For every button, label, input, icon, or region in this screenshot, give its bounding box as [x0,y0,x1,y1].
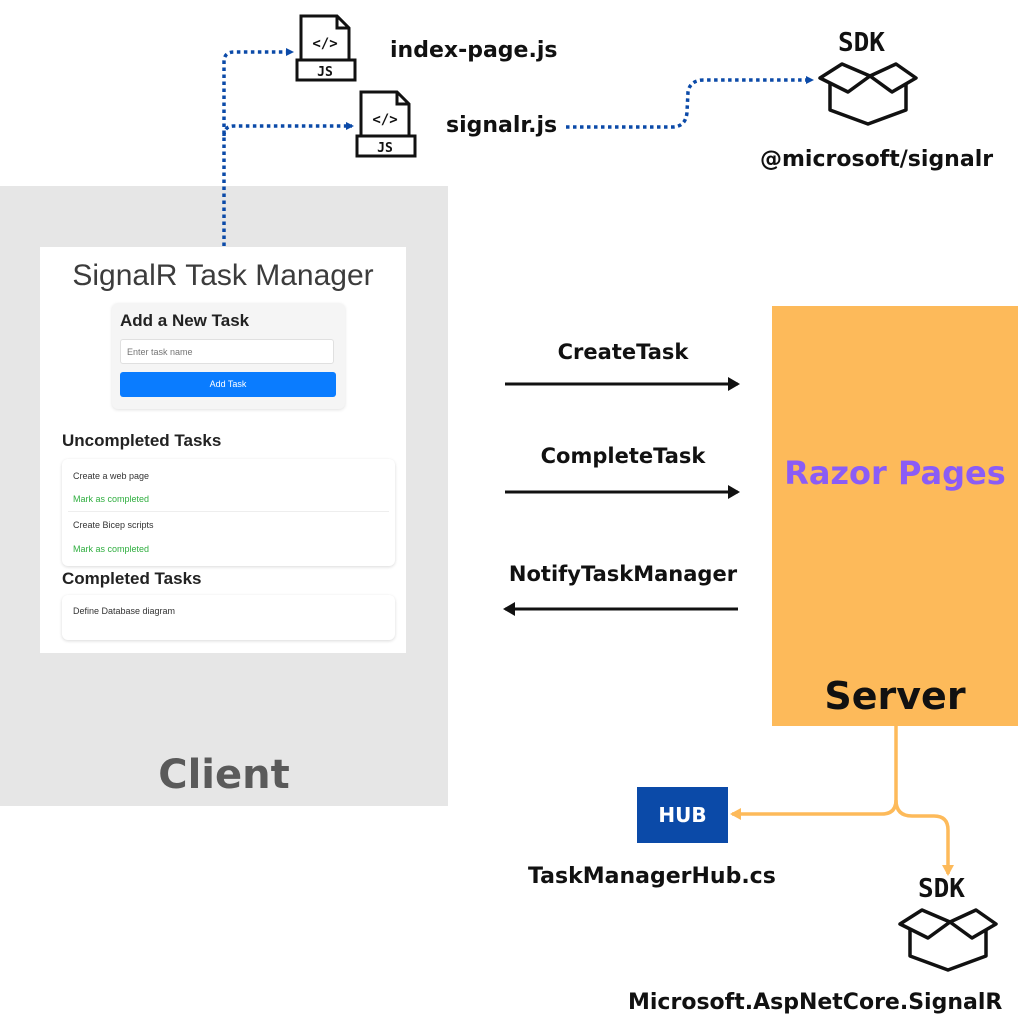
server-to-sdk-connector [894,799,954,876]
task-item-name: Create Bicep scripts [73,520,154,530]
add-task-title: Add a New Task [120,311,250,330]
server-label: Server [824,674,966,718]
js-file-icon: JS </> [355,90,417,158]
task-item-name: Create a web page [73,471,150,481]
index-page-js-label: index-page.js [390,38,558,63]
mark-completed-link[interactable]: Mark as completed [73,494,150,504]
dotted-connector-signalr [222,122,354,137]
client-label: Client [158,752,290,798]
uncompleted-tasks-list: Create a web page Mark as completed Crea… [62,459,395,566]
add-task-card: Add a New Task Add Task [112,303,345,409]
hub-file-label: TaskManagerHub.cs [528,864,776,889]
open-box-icon [818,62,918,126]
hub-badge: HUB [637,787,728,843]
client-sdk-package-label: @microsoft/signalr [760,147,994,172]
completed-tasks-list: Define Database diagram [62,595,395,640]
app-title: SignalR Task Manager [72,259,374,292]
task-name-input[interactable] [120,339,334,364]
server-box: Razor Pages Server [772,306,1018,726]
task-manager-app: SignalR Task Manager Add a New Task Add … [40,247,406,653]
open-box-icon [898,908,998,972]
razor-pages-label: Razor Pages [784,454,1006,492]
svg-text:</>: </> [312,36,337,52]
operation-label-create-task: CreateTask [557,340,689,364]
uncompleted-tasks-title: Uncompleted Tasks [62,431,222,450]
svg-text:JS: JS [317,65,333,80]
svg-text:</>: </> [372,112,397,128]
operation-label-complete-task: CompleteTask [540,444,706,468]
signalr-js-label: signalr.js [446,113,558,138]
server-to-hub-connector [730,726,898,820]
svg-text:JS: JS [377,141,393,156]
task-item-name: Define Database diagram [73,606,176,616]
completed-tasks-title: Completed Tasks [62,569,202,588]
client-sdk-badge: SDK [838,28,885,58]
server-sdk-badge: SDK [918,874,965,904]
operation-label-notify-task-manager: NotifyTaskManager [508,562,738,586]
add-task-button[interactable]: Add Task [120,372,336,397]
server-sdk-package-label: Microsoft.AspNetCore.SignalR [628,990,1003,1015]
dotted-connector-sdk [566,76,814,129]
task-divider [68,511,389,512]
mark-completed-link[interactable]: Mark as completed [73,544,150,554]
js-file-icon: JS </> [295,14,357,82]
